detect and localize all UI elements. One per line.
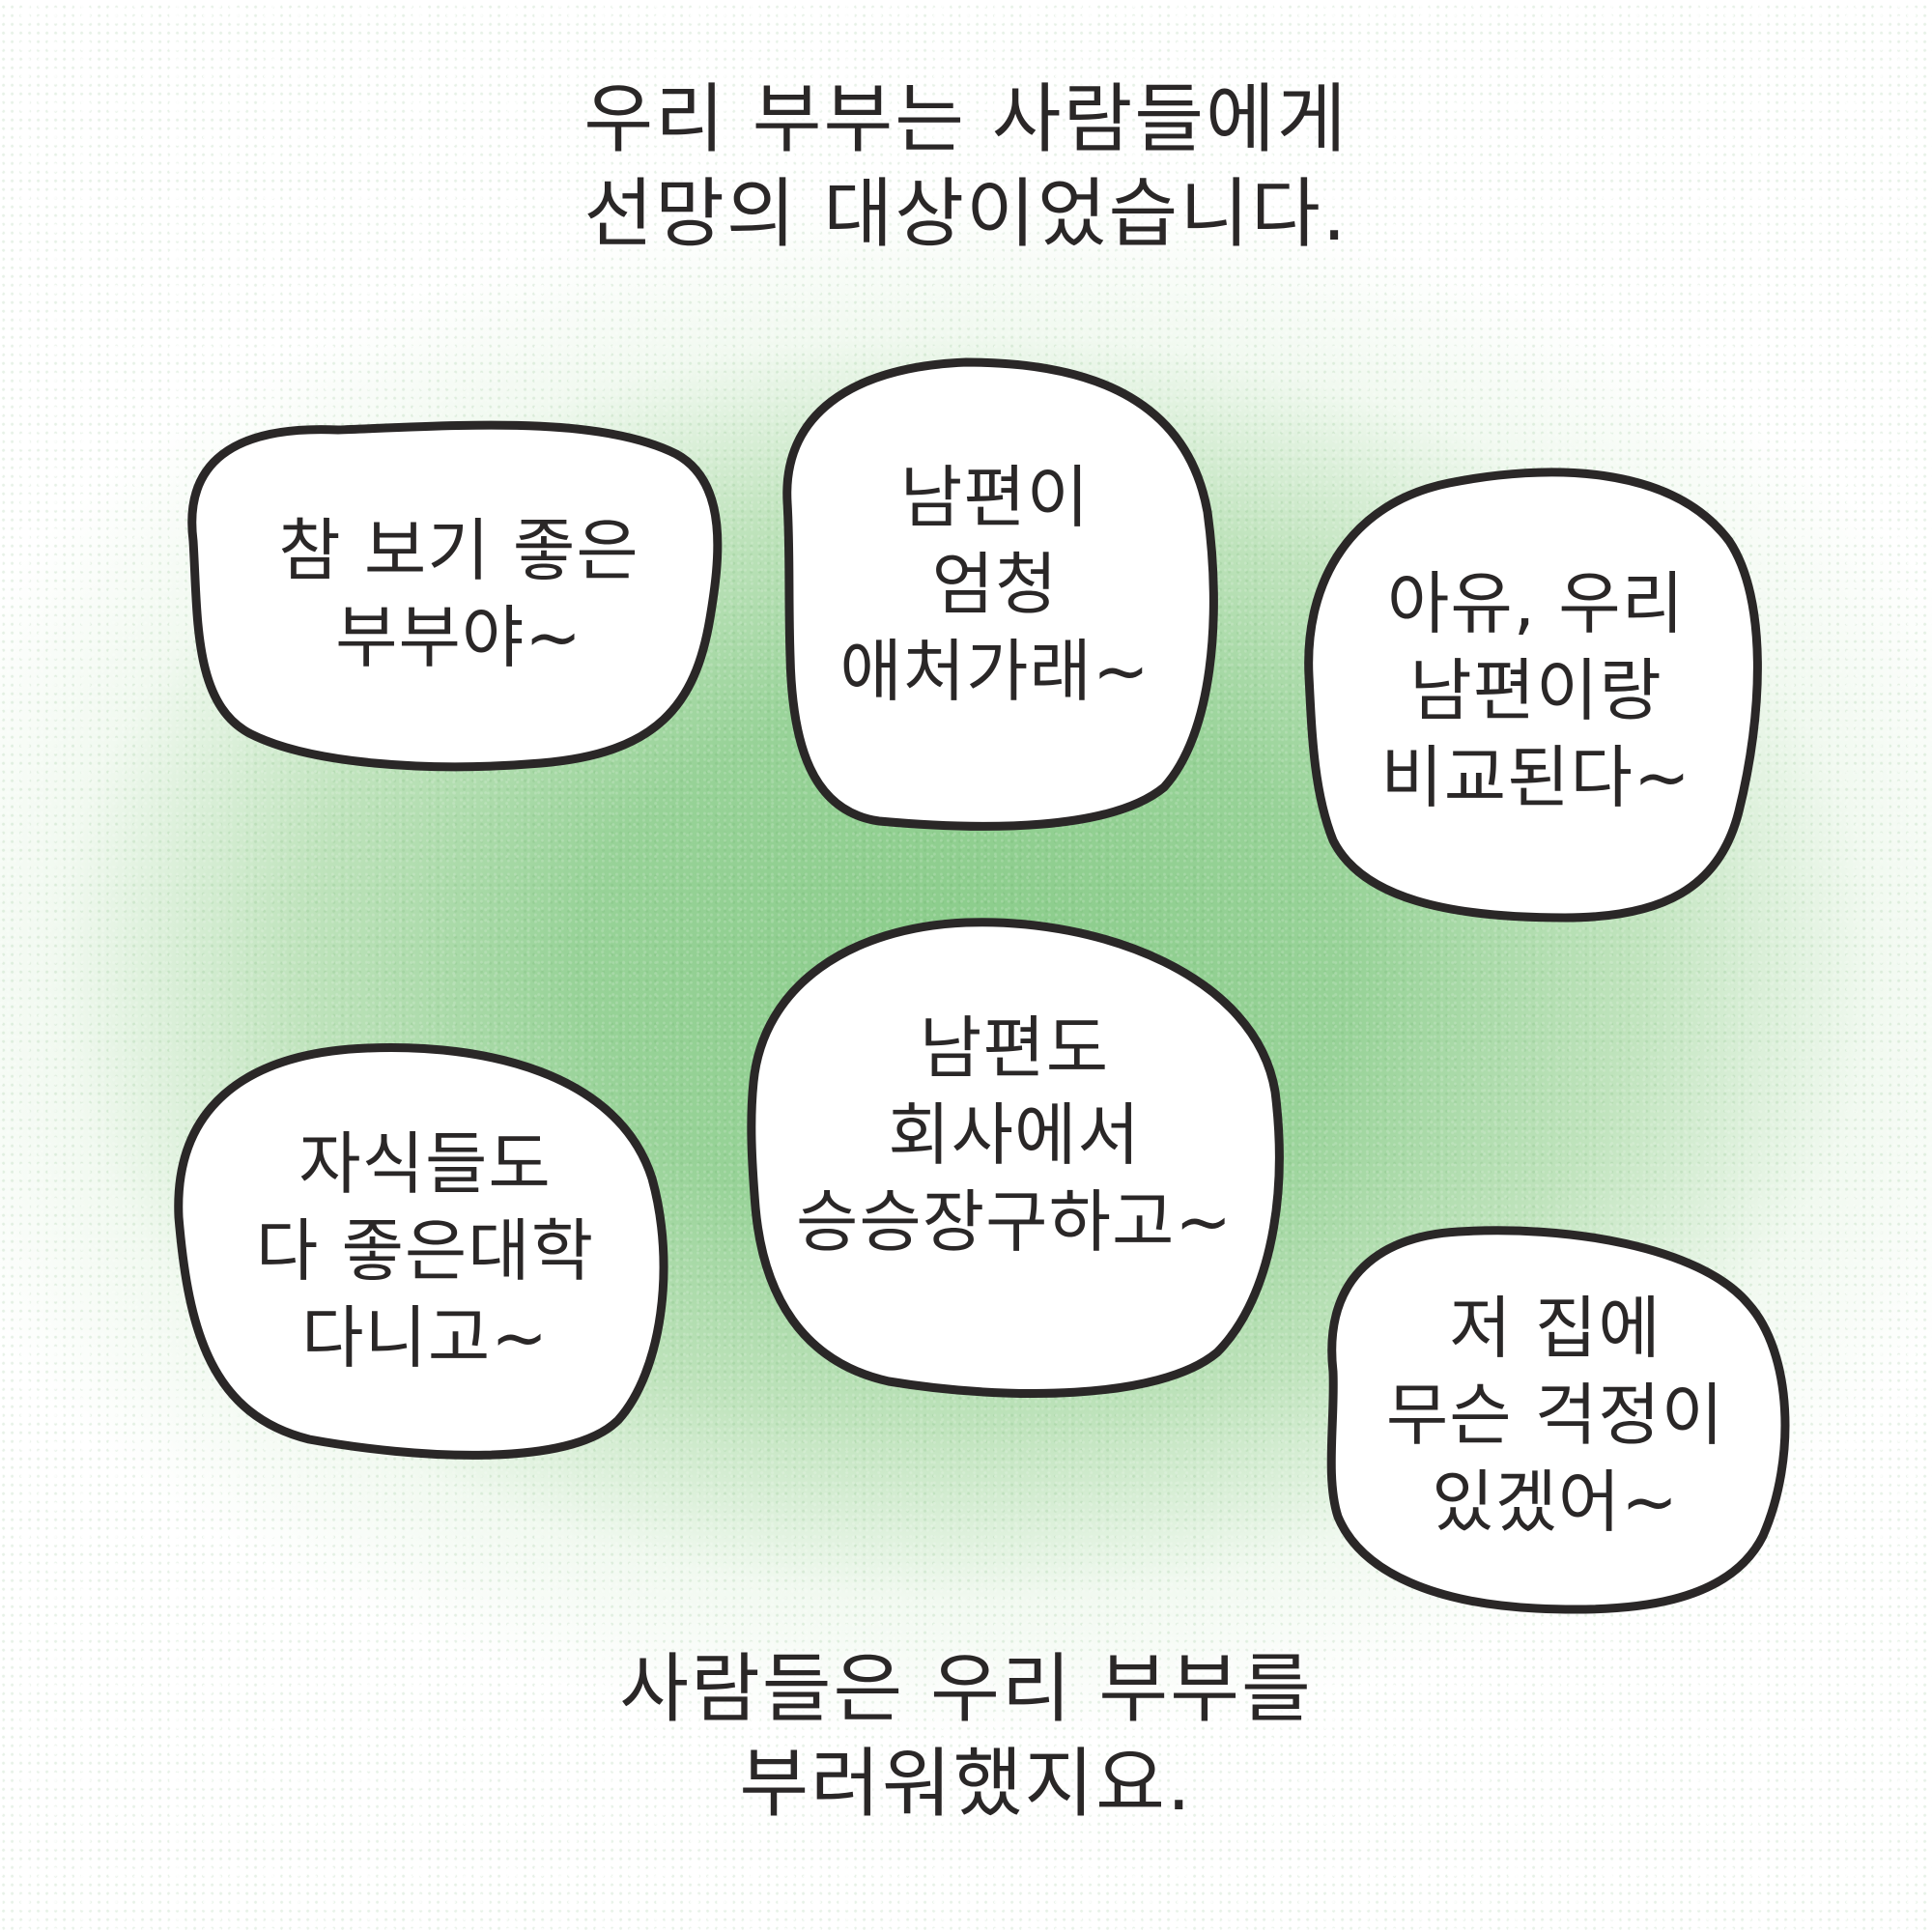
narration-top: 우리 부부는 사람들에게 선망의 대상이었습니다.	[0, 72, 1932, 262]
bubble-2-text: 남편이 엄청 애처가래~	[792, 454, 1198, 715]
bubble-3-line-2: 남편이랑	[1409, 651, 1662, 730]
bubble-6-line-1: 저 집에	[1449, 1289, 1662, 1368]
narration-top-line-2: 선망의 대상이었습니다.	[583, 171, 1349, 258]
narration-bottom-line-2: 부러워했지요.	[739, 1741, 1193, 1828]
speech-bubble-6	[1326, 1226, 1790, 1614]
bubble-2-line-2: 엄청	[931, 545, 1059, 624]
bubble-5-line-3: 승승장구하고~	[795, 1182, 1234, 1262]
narration-top-line-1: 우리 부부는 사람들에게	[583, 76, 1349, 163]
speech-bubble-2	[782, 357, 1218, 831]
bubble-6-text: 저 집에 무슨 걱정이 있겠어~	[1343, 1285, 1768, 1546]
narration-bottom: 사람들은 우리 부부를 부러워했지요.	[0, 1642, 1932, 1832]
bubble-4-line-1: 자식들도	[298, 1124, 552, 1204]
bubble-5-text: 남편도 회사에서 승승장구하고~	[763, 1005, 1265, 1265]
speech-bubble-3	[1304, 468, 1762, 923]
bubble-4-line-3: 다니고~	[301, 1298, 549, 1378]
bubble-4-text: 자식들도 다 좋은대학 다니고~	[193, 1121, 657, 1381]
speech-bubble-4	[174, 1043, 668, 1460]
bubble-6-line-3: 있겠어~	[1432, 1463, 1679, 1542]
bubble-1-line-1: 참 보기 좋은	[278, 511, 639, 590]
bubble-6-line-2: 무슨 걱정이	[1385, 1376, 1725, 1455]
bubble-1-line-2: 부부야~	[335, 598, 582, 677]
bubble-2-line-3: 애처가래~	[839, 632, 1151, 711]
bubble-3-line-3: 비교된다~	[1380, 738, 1691, 817]
narration-bottom-line-1: 사람들은 우리 부부를	[619, 1646, 1313, 1733]
speech-bubble-5	[747, 918, 1284, 1398]
bubble-3-line-1: 아유, 우리	[1386, 564, 1686, 643]
speech-bubble-1	[187, 420, 723, 772]
bubble-4-line-2: 다 좋은대학	[255, 1211, 595, 1291]
bubble-2-line-1: 남편이	[899, 458, 1091, 537]
bubble-5-line-1: 남편도	[919, 1009, 1110, 1088]
bubble-3-text: 아유, 우리 남편이랑 비교된다~	[1333, 560, 1739, 821]
bubble-1-text: 참 보기 좋은 부부야~	[217, 507, 700, 681]
bubble-5-line-2: 회사에서	[888, 1095, 1141, 1175]
